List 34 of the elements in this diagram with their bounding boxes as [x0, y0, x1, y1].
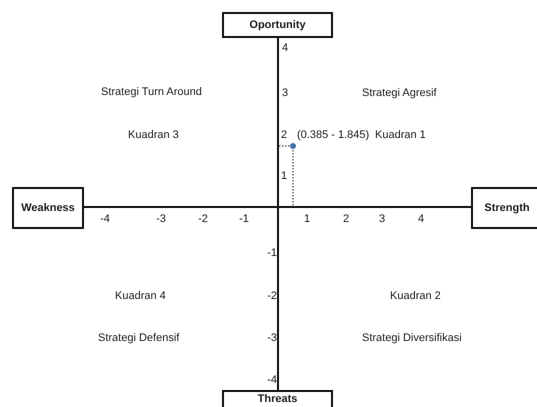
axis-label-box: [222, 12, 333, 38]
axis-line: [84, 206, 471, 208]
tick-label: 2: [342, 212, 350, 226]
tick-label: 1: [304, 212, 310, 226]
strategy-label: Strategi Diversifikasi: [362, 332, 462, 344]
tick-label: 1: [281, 170, 288, 182]
quadrant-label: Kuadran 4: [115, 290, 166, 302]
tick-label: -3: [156, 212, 166, 226]
tick-label: -1: [267, 246, 277, 260]
quadrant-label: Kuadran 1: [375, 128, 426, 142]
axis-line: [277, 38, 279, 390]
tick-label: -2: [198, 212, 208, 226]
tick-label: -4: [100, 212, 110, 226]
tick-label: -1: [239, 212, 249, 226]
coordinate-label: (0.385 - 1.845): [297, 128, 370, 142]
tick-label: 3: [378, 212, 386, 226]
strategy-label: Strategi Agresif: [362, 86, 437, 100]
axis-label: Strength: [484, 202, 530, 214]
tick-label: 3: [282, 86, 288, 100]
quadrant-label: Kuadran 3: [128, 128, 179, 142]
tick-label: 4: [418, 212, 424, 226]
tick-label: -3: [267, 332, 277, 344]
tick-label: -2: [267, 290, 277, 302]
axis-label-box: [12, 187, 84, 229]
tick-label: -4: [267, 374, 277, 386]
strategy-label: Strategi Defensif: [98, 332, 180, 344]
axis-label: Threats: [258, 392, 298, 404]
strategy-label: Strategi Turn Around: [101, 86, 202, 98]
axis-label: Weakness: [21, 202, 75, 214]
tick-label: 2: [281, 128, 288, 142]
quadrant-label: Kuadran 2: [390, 290, 441, 302]
tick-label: 4: [282, 42, 288, 54]
axis-label-box: [471, 187, 537, 229]
axis-label: Oportunity: [249, 19, 306, 31]
